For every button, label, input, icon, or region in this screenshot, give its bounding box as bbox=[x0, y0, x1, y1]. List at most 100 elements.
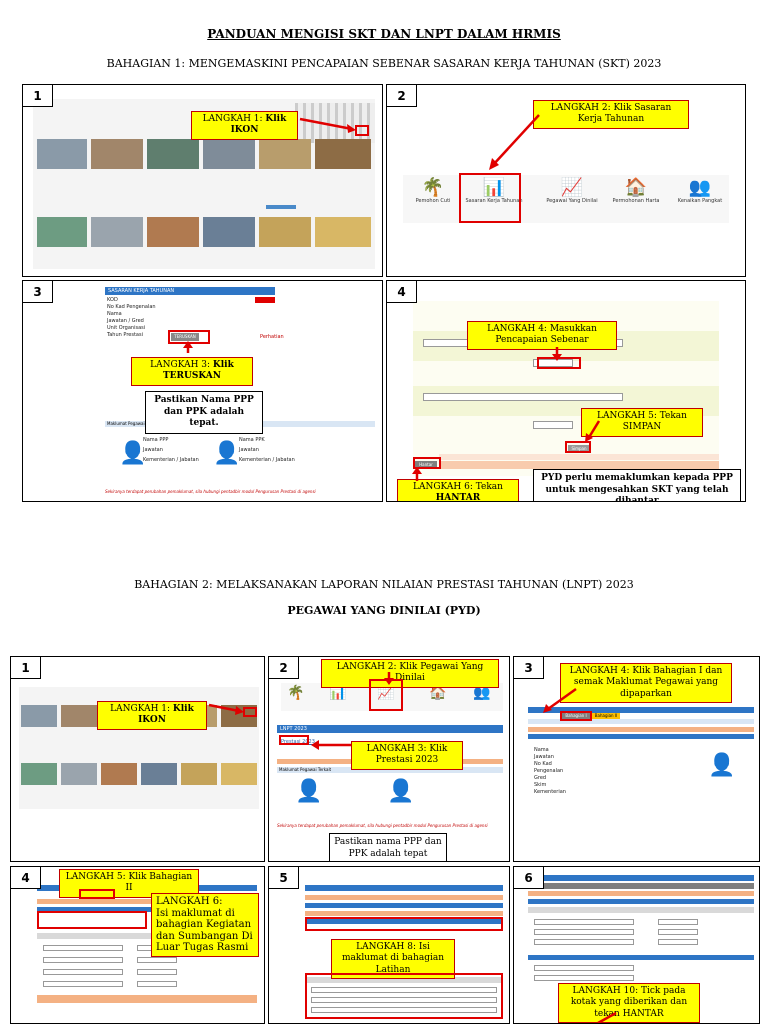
step-4-callout: LANGKAH 4: Masukkan Pencapaian Sebenar bbox=[467, 321, 617, 350]
bahagian1-highlight bbox=[560, 711, 592, 721]
tile-image[interactable] bbox=[147, 217, 199, 247]
person-icon: 👤 bbox=[119, 441, 147, 466]
sasaran-kerja-highlight bbox=[459, 173, 521, 223]
tile-image[interactable] bbox=[259, 139, 311, 169]
part2-panel-2: 2 LANGKAH 2: Klik Pegawai Yang Dinilai 🌴… bbox=[268, 656, 510, 862]
step-10-callout: LANGKAH 10: Tick pada kotak yang diberik… bbox=[558, 983, 700, 1023]
prestasi-link[interactable]: Prestasi 2023 bbox=[281, 739, 315, 745]
tile-image[interactable] bbox=[203, 139, 255, 169]
arrow-icon bbox=[489, 114, 540, 170]
person-icon: 👤 bbox=[295, 779, 323, 804]
step-6-callout: LANGKAH 6: Tekan HANTAR bbox=[397, 479, 519, 501]
part2-panel-3: 3 LANGKAH 4: Klik Bahagian I dan semak M… bbox=[513, 656, 760, 862]
part2-subheading: PEGAWAI YANG DINILAI (PYD) bbox=[287, 604, 481, 617]
arrow-icon bbox=[384, 672, 394, 685]
menu-item[interactable]: 📊Sasaran Kerja Tahunan bbox=[465, 177, 523, 204]
perhatian-link[interactable]: Perhatian bbox=[260, 334, 284, 340]
menu-item[interactable]: 🌴Pemohon Cuti bbox=[407, 177, 459, 204]
tile-image[interactable] bbox=[203, 217, 255, 247]
step-number: 3 bbox=[23, 281, 53, 303]
tile-image[interactable] bbox=[315, 139, 371, 169]
part1-panel-4: 4 Simpan Hantar LANGKAH 4: Masukkan Penc… bbox=[386, 280, 746, 502]
step-number: 2 bbox=[387, 85, 417, 107]
arrow-icon bbox=[552, 347, 562, 361]
palm-tree-icon: 🌴 bbox=[287, 685, 305, 701]
bar-chart-icon: 📈 bbox=[560, 177, 584, 198]
arrow-icon bbox=[311, 740, 351, 750]
part2-panel-6: 6 LANGKAH 10: Tick pada kotak yang diber… bbox=[513, 866, 760, 1024]
latihan-highlight bbox=[305, 917, 503, 931]
notify-note: PYD perlu memaklumkan kepada PPP untuk m… bbox=[533, 469, 741, 501]
tile-image[interactable] bbox=[37, 217, 87, 247]
arrow-icon bbox=[585, 420, 601, 442]
arrow-icon bbox=[208, 703, 244, 715]
arrow-icon bbox=[543, 687, 577, 713]
icon-menu-row: 🌴 📊 📈 🏠 👥 bbox=[281, 683, 503, 711]
step-number: 5 bbox=[269, 867, 299, 889]
prestasi-highlight bbox=[279, 735, 309, 745]
bahagian2-highlight bbox=[79, 889, 115, 899]
presentation-board-icon: 📊 bbox=[329, 685, 347, 701]
person-icon: 👤 bbox=[387, 779, 415, 804]
step-5-callout: LANGKAH 5: Tekan SIMPAN bbox=[581, 408, 703, 437]
tile-image[interactable] bbox=[91, 139, 143, 169]
person-icon: 👤 bbox=[213, 441, 241, 466]
kegiatan-highlight bbox=[37, 911, 147, 929]
part1-panel-1: 1 LANGKAH 1: Klik IKON bbox=[22, 84, 383, 277]
latihan-table-highlight bbox=[305, 973, 503, 1019]
step-number: 6 bbox=[514, 867, 544, 889]
step-3-callout: LANGKAH 3: Klik Prestasi 2023 bbox=[351, 741, 463, 770]
part2-panel-1: 1 LANGKAH 1: Klik IKON bbox=[10, 656, 265, 862]
tile-image[interactable] bbox=[37, 139, 87, 169]
step-number: 2 bbox=[269, 657, 299, 679]
step-6-callout: LANGKAH 6:Isi maklumat di bahagian Kegia… bbox=[151, 893, 259, 957]
people-icon: 👥 bbox=[688, 177, 712, 198]
tile-image[interactable] bbox=[259, 217, 311, 247]
tab-bahagian-2[interactable]: Bahagian II bbox=[592, 713, 620, 719]
step-number: 1 bbox=[23, 85, 53, 107]
simpan-button[interactable]: Simpan bbox=[568, 445, 590, 453]
menu-item[interactable]: 👥Kenaikan Pangkat bbox=[671, 177, 729, 204]
icon-menu-row: 🌴Pemohon Cuti 📊Sasaran Kerja Tahunan 📈Pe… bbox=[403, 175, 729, 223]
simpan-highlight bbox=[565, 441, 591, 453]
menu-item[interactable]: 📈Pegawai Yang Dinilai bbox=[543, 177, 601, 204]
form-header: SASARAN KERJA TAHUNAN bbox=[105, 287, 275, 295]
part1-panel-2: 2 LANGKAH 2: Klik Sasaran Kerja Tahunan … bbox=[386, 84, 746, 277]
hantar-button[interactable]: Hantar bbox=[415, 461, 437, 468]
step-1-callout: LANGKAH 1: Klik IKON bbox=[97, 701, 207, 730]
palm-tree-icon: 🌴 bbox=[421, 177, 445, 198]
arrow-icon bbox=[183, 341, 193, 353]
icon-highlight bbox=[355, 125, 369, 136]
menu-item[interactable]: 🏠Permohonan Harta bbox=[607, 177, 665, 204]
step-2-callout: LANGKAH 2: Klik Sasaran Kerja Tahunan bbox=[533, 100, 689, 129]
bar-chart-icon[interactable]: 📈 bbox=[377, 685, 395, 701]
tile-image[interactable] bbox=[315, 217, 371, 247]
presentation-board-icon: 📊 bbox=[482, 177, 506, 198]
part1-heading: BAHAGIAN 1: MENGEMASKINI PENCAPAIAN SEBE… bbox=[106, 57, 662, 70]
part2-panel-4: 4 LANGKAH 5: Klik Bahagian II LANGKAH 6:… bbox=[10, 866, 265, 1024]
teruskan-button[interactable]: TERUSKAN bbox=[171, 333, 199, 341]
verify-note: Pastikan Nama PPP dan PPK adalah tepat. bbox=[145, 391, 263, 435]
people-icon: 👥 bbox=[473, 685, 491, 701]
arrow-icon bbox=[299, 117, 356, 133]
step-number: 4 bbox=[11, 867, 41, 889]
hantar-highlight bbox=[413, 457, 441, 469]
verify-note: Pastikan nama PPP dan PPK adalah tepat bbox=[329, 833, 447, 861]
warning-text: Sekiranya terdapat perubahan pemaklumat,… bbox=[105, 489, 316, 494]
tile-image[interactable] bbox=[91, 217, 143, 247]
step-5-callout: LANGKAH 5: Klik Bahagian II bbox=[59, 869, 199, 898]
step-number: 1 bbox=[11, 657, 41, 679]
step-number: 3 bbox=[514, 657, 544, 679]
part2-heading: BAHAGIAN 2: MELAKSANAKAN LAPORAN NILAIAN… bbox=[134, 578, 634, 591]
step-3-callout: LANGKAH 3: Klik TERUSKAN bbox=[131, 357, 253, 386]
person-icon: 👤 bbox=[708, 753, 736, 778]
tile-image[interactable] bbox=[147, 139, 199, 169]
step-1-callout: LANGKAH 1: Klik IKON bbox=[191, 111, 298, 140]
arrow-icon bbox=[597, 1011, 617, 1023]
tab-bahagian-1[interactable]: Bahagian I bbox=[562, 713, 590, 719]
step-number: 4 bbox=[387, 281, 417, 303]
house-icon: 🏠 bbox=[624, 177, 648, 198]
